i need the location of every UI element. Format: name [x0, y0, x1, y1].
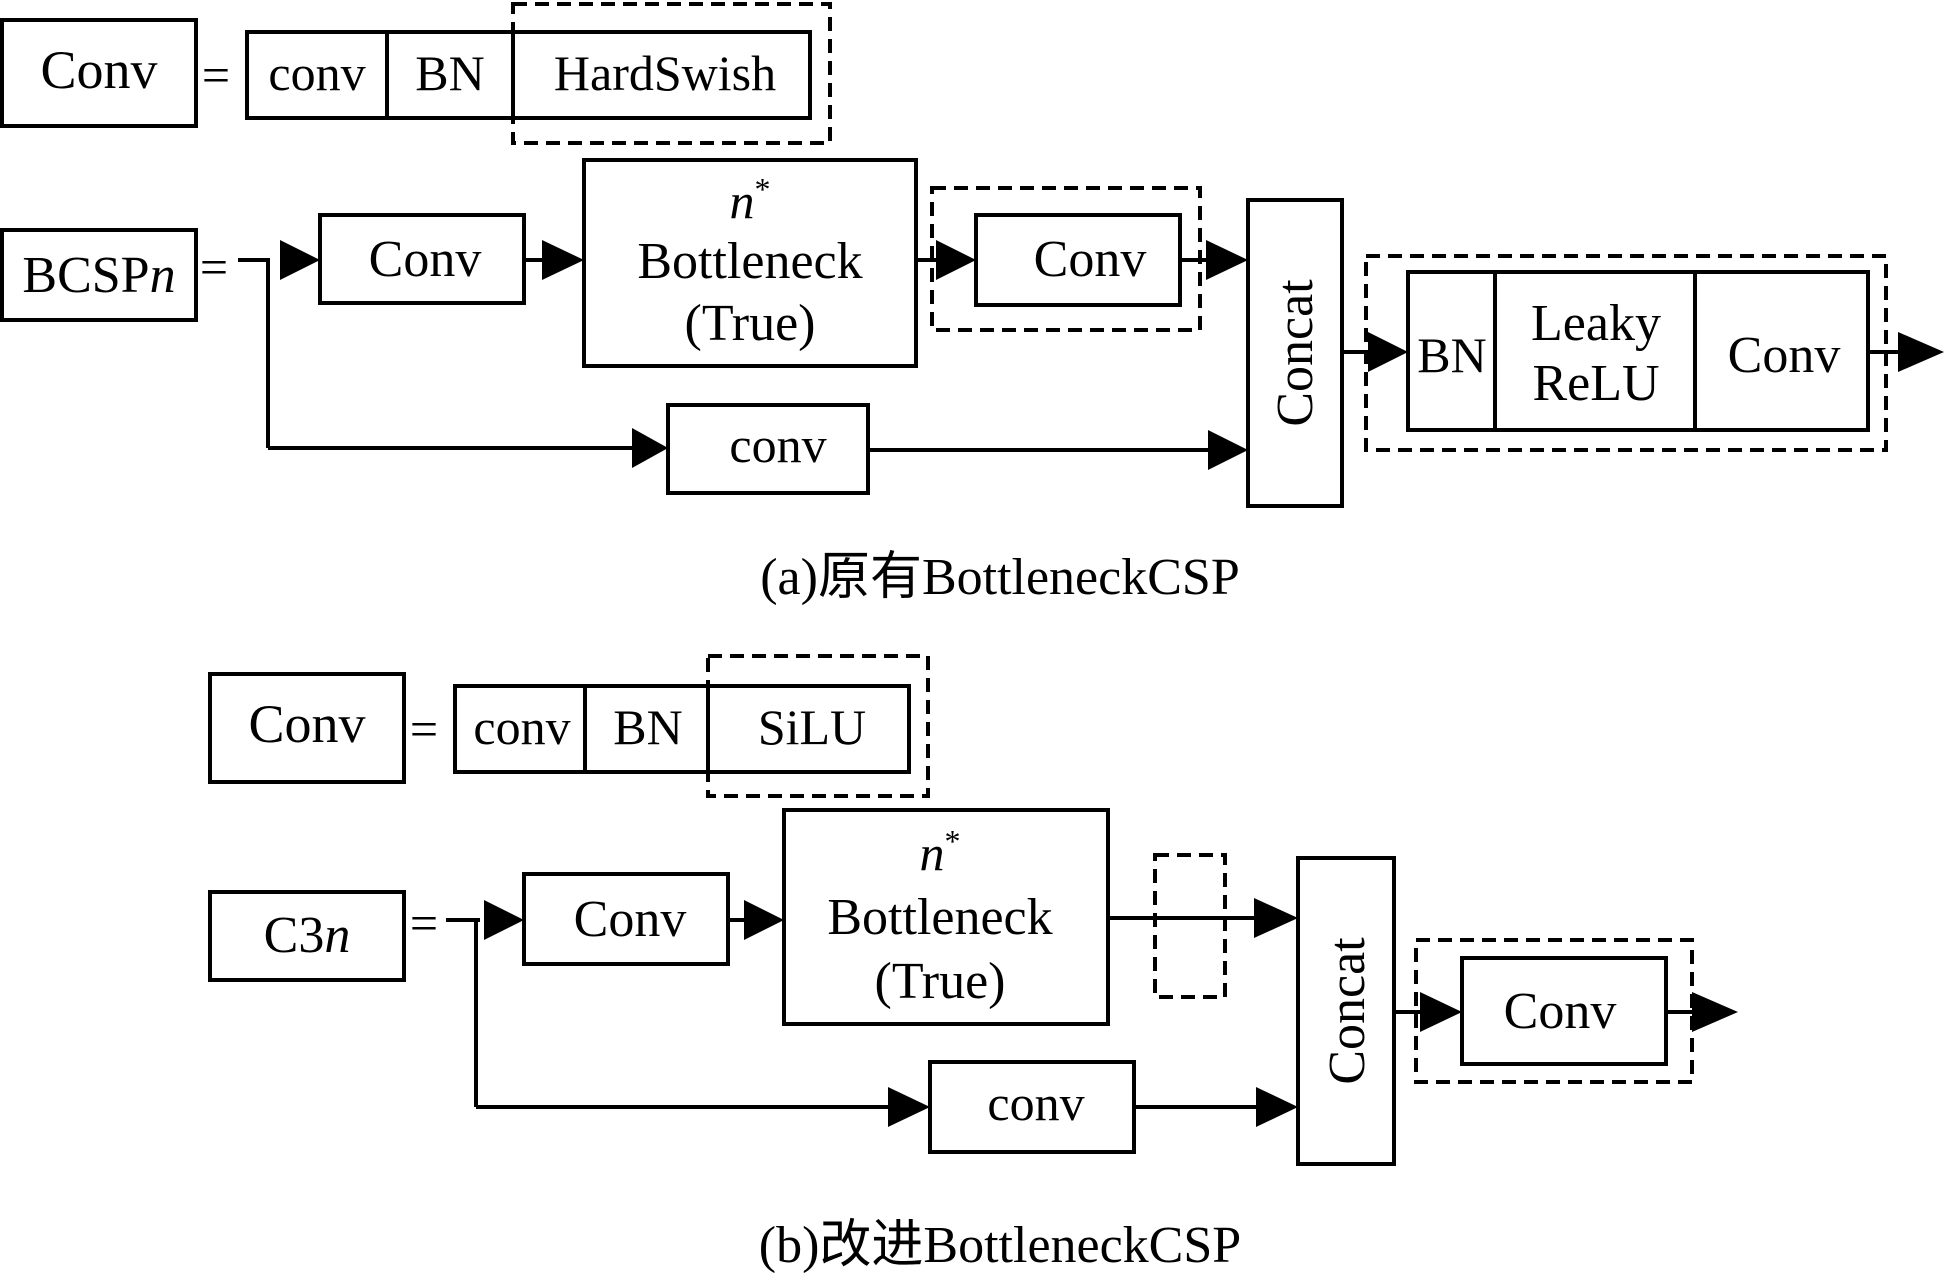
a-bcsp-bottleneck-box [582, 158, 918, 368]
a-bcsp-conv2: Conv [1034, 231, 1147, 288]
b-c3-lhs: C3n [264, 907, 351, 964]
a-conv-def-cell-bn: BN [415, 45, 484, 101]
a-bcsp-tail-conv: Conv [1728, 327, 1841, 384]
a-conv-def-cell-hardswish: HardSwish [554, 45, 776, 101]
b-activation-dashed-highlight [706, 654, 930, 798]
b-c3-tail-dashed-highlight [1414, 938, 1694, 1084]
a-bcsp-tail-bn: BN [1417, 327, 1486, 383]
a-conv-def-lhs: Conv [40, 40, 157, 100]
a-bcsp-bottleneck-n: n* [730, 171, 771, 229]
b-conv-definition: Conv = conv BN SiLU [208, 654, 930, 798]
a-bcsp-eq: = [200, 239, 228, 295]
a-conv-def-lhs-box [0, 18, 198, 128]
b-c3-bottleneck-n: n* [920, 823, 961, 881]
b-conv-def-lhs: Conv [248, 694, 365, 754]
b-conv-def-lhs-box [208, 672, 406, 784]
a-bcsp-tail-act-line2: ReLU [1532, 355, 1659, 412]
a-bcsp-definition: BCSPn = Conv n* Bottleneck (True) Conv c… [0, 158, 1944, 508]
a-bcsp-conv1: Conv [369, 231, 482, 288]
a-conv-def-cell-conv: conv [268, 45, 365, 101]
b-conv-def-seq-box [453, 684, 911, 774]
a-caption: (a)原有BottleneckCSP [760, 549, 1240, 606]
b-c3-lhs-box [208, 890, 406, 982]
b-c3-bottleneck-line2: (True) [875, 953, 1006, 1010]
a-bcsp-tail-act-line1: Leaky [1531, 295, 1661, 352]
b-c3-definition: C3n = Conv n* Bottleneck (True) conv Con… [208, 808, 1738, 1166]
b-c3-conv1: Conv [574, 891, 687, 948]
a-bcsp-bypass-conv: conv [729, 417, 826, 473]
a-bcsp-concat: Concat [1267, 279, 1324, 427]
b-c3-tail-conv: Conv [1504, 983, 1617, 1040]
b-conv-def-cell-conv: conv [473, 699, 570, 755]
b-c3-removed-conv-dashed-box [1153, 853, 1227, 999]
b-caption: (b)改进BottleneckCSP [759, 1217, 1241, 1274]
a-conv-def-seq-box [245, 30, 812, 120]
a-bcsp-bottleneck-line2: (True) [685, 295, 816, 352]
b-conv-def-eq: = [410, 701, 438, 757]
b-c3-bypass-conv: conv [987, 1075, 1084, 1131]
a-bcsp-lhs: BCSPn [22, 247, 175, 304]
a-conv-definition: Conv = conv BN HardSwish [0, 2, 832, 145]
a-bcsp-bottleneck-line1: Bottleneck [637, 233, 862, 290]
a-bcsp-lhs-box [0, 228, 198, 322]
a-conv-def-eq: = [202, 47, 230, 103]
b-conv-def-cell-silu: SiLU [758, 699, 866, 755]
b-c3-bottleneck-line1: Bottleneck [827, 889, 1052, 946]
b-conv-def-cell-bn: BN [613, 699, 682, 755]
a-activation-dashed-highlight [511, 2, 832, 145]
b-c3-eq: = [410, 895, 438, 951]
b-c3-concat: Concat [1319, 937, 1376, 1085]
